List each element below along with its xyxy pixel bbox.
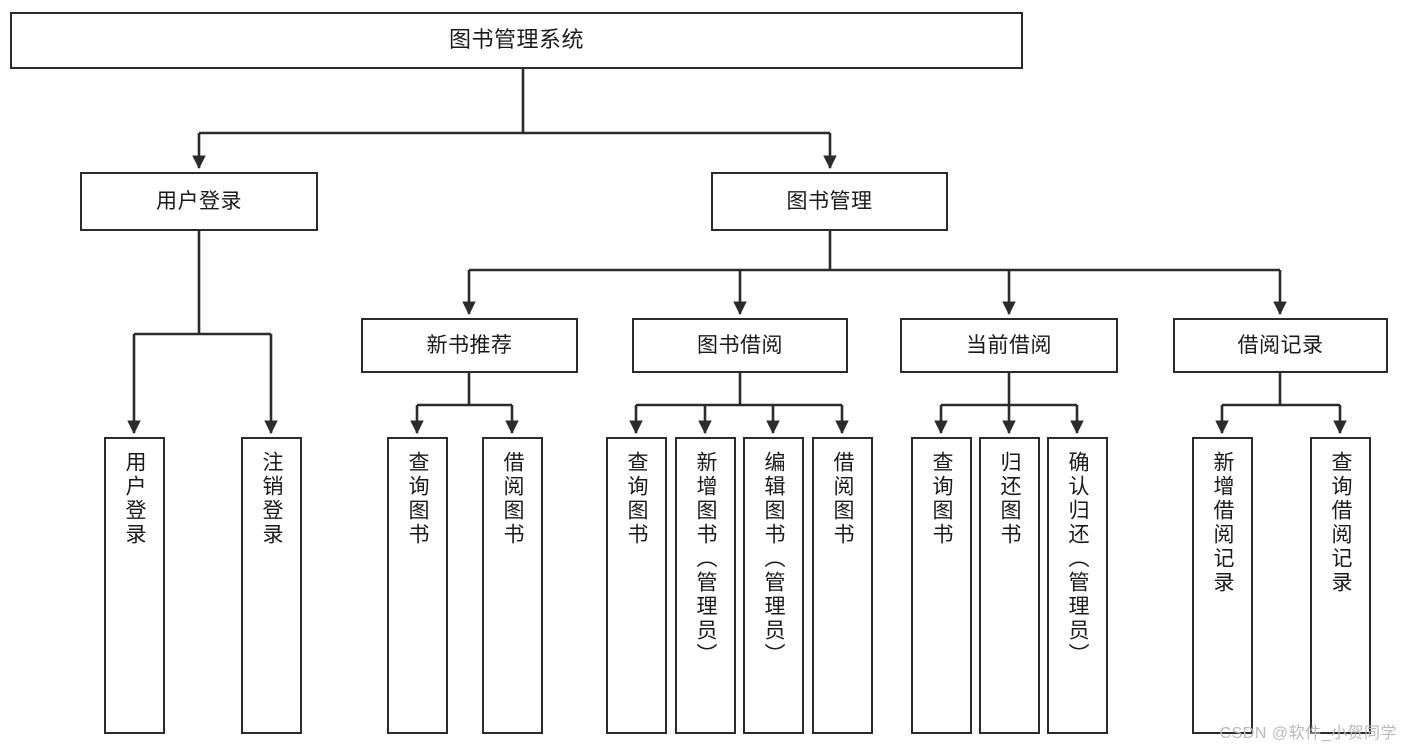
node-label: 新增图书（管理员） — [694, 451, 717, 667]
node-current-borrow[interactable]: 当前借阅 — [900, 318, 1118, 373]
node-label: 图书管理系统 — [448, 27, 584, 53]
node-user-login[interactable]: 用户登录 — [80, 172, 318, 231]
node-label: 查询图书 — [406, 451, 429, 547]
leaf-borrow-book[interactable]: 借阅图书 — [812, 437, 873, 734]
node-label: 新书推荐 — [426, 333, 513, 357]
leaf-query-book-recommend[interactable]: 查询图书 — [387, 437, 448, 734]
node-label: 借阅图书 — [501, 451, 524, 547]
leaf-user-logout[interactable]: 注销登录 — [241, 437, 302, 734]
leaf-edit-book[interactable]: 编辑图书（管理员） — [743, 437, 804, 734]
node-label: 借阅记录 — [1237, 333, 1324, 357]
leaf-add-book[interactable]: 新增图书（管理员） — [675, 437, 736, 734]
node-label: 图书管理 — [786, 189, 873, 213]
node-label: 编辑图书（管理员） — [762, 451, 785, 667]
node-label: 查询借阅记录 — [1329, 451, 1352, 595]
leaf-query-book-current[interactable]: 查询图书 — [911, 437, 972, 734]
leaf-confirm-return[interactable]: 确认归还（管理员） — [1047, 437, 1108, 734]
node-borrow-record[interactable]: 借阅记录 — [1173, 318, 1388, 373]
node-book-manage[interactable]: 图书管理 — [711, 172, 948, 231]
leaf-borrow-book-recommend[interactable]: 借阅图书 — [482, 437, 543, 734]
leaf-query-borrow-record[interactable]: 查询借阅记录 — [1310, 437, 1371, 734]
node-label: 归还图书 — [998, 451, 1021, 547]
node-label: 查询图书 — [625, 451, 648, 547]
leaf-return-book[interactable]: 归还图书 — [979, 437, 1040, 734]
node-label: 图书借阅 — [697, 333, 783, 357]
node-label: 用户登录 — [123, 451, 146, 547]
node-label: 确认归还（管理员） — [1066, 451, 1089, 667]
node-label: 借阅图书 — [831, 451, 854, 547]
node-new-book-recommend[interactable]: 新书推荐 — [361, 318, 578, 373]
node-label: 用户登录 — [156, 189, 242, 213]
watermark-text: CSDN @软件_小贺同学 — [1219, 725, 1397, 742]
node-label: 当前借阅 — [966, 333, 1052, 357]
leaf-add-borrow-record[interactable]: 新增借阅记录 — [1192, 437, 1253, 734]
node-root-system[interactable]: 图书管理系统 — [10, 12, 1023, 69]
node-book-borrow[interactable]: 图书借阅 — [632, 318, 848, 373]
leaf-query-book-borrow[interactable]: 查询图书 — [606, 437, 667, 734]
leaf-user-login[interactable]: 用户登录 — [104, 437, 165, 734]
node-label: 新增借阅记录 — [1211, 451, 1234, 595]
node-label: 查询图书 — [930, 451, 953, 547]
node-label: 注销登录 — [260, 451, 283, 547]
